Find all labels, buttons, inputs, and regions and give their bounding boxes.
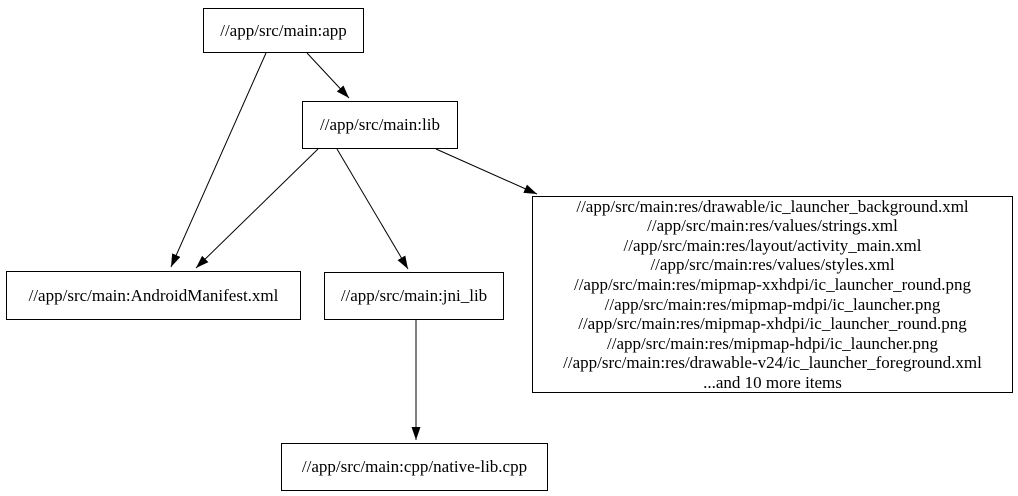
resource-line: //app/src/main:res/layout/activity_main.… [623, 235, 922, 255]
resource-line: //app/src/main:res/mipmap-xxhdpi/ic_laun… [573, 274, 972, 294]
edge-app-to-lib [306, 52, 350, 99]
resource-line: //app/src/main:res/drawable-v24/ic_launc… [563, 353, 982, 373]
node-jni-lib[interactable]: //app/src/main:jni_lib [324, 272, 504, 320]
node-jni-lib-label: //app/src/main:jni_lib [340, 286, 488, 305]
resource-line: //app/src/main:res/values/strings.xml [647, 216, 898, 236]
edge-lib-to-resources [435, 148, 538, 195]
edge-lib-to-manifest [195, 148, 319, 269]
node-resources[interactable]: //app/src/main:res/drawable/ic_launcher_… [532, 196, 1013, 393]
node-lib[interactable]: //app/src/main:lib [302, 101, 458, 149]
edge-app-to-manifest [170, 52, 267, 268]
resource-line: //app/src/main:res/mipmap-xhdpi/ic_launc… [578, 314, 967, 334]
resource-line: //app/src/main:res/drawable/ic_launcher_… [576, 196, 969, 216]
resource-line: //app/src/main:res/mipmap-hdpi/ic_launch… [607, 333, 938, 353]
node-android-manifest-label: //app/src/main:AndroidManifest.xml [28, 285, 279, 305]
resource-line: //app/src/main:res/values/styles.xml [650, 255, 895, 275]
node-app[interactable]: //app/src/main:app [203, 8, 364, 53]
node-native-lib-cpp-label: //app/src/main:cpp/native-lib.cpp [301, 457, 528, 476]
node-native-lib-cpp[interactable]: //app/src/main:cpp/native-lib.cpp [281, 443, 548, 491]
node-app-label: //app/src/main:app [220, 20, 347, 40]
resource-line: //app/src/main:res/mipmap-mdpi/ic_launch… [604, 294, 941, 314]
resource-line-more-items: ...and 10 more items [703, 372, 842, 392]
node-lib-label: //app/src/main:lib [320, 115, 440, 134]
node-android-manifest[interactable]: //app/src/main:AndroidManifest.xml [6, 271, 301, 320]
edge-lib-to-jni-lib [336, 148, 409, 270]
